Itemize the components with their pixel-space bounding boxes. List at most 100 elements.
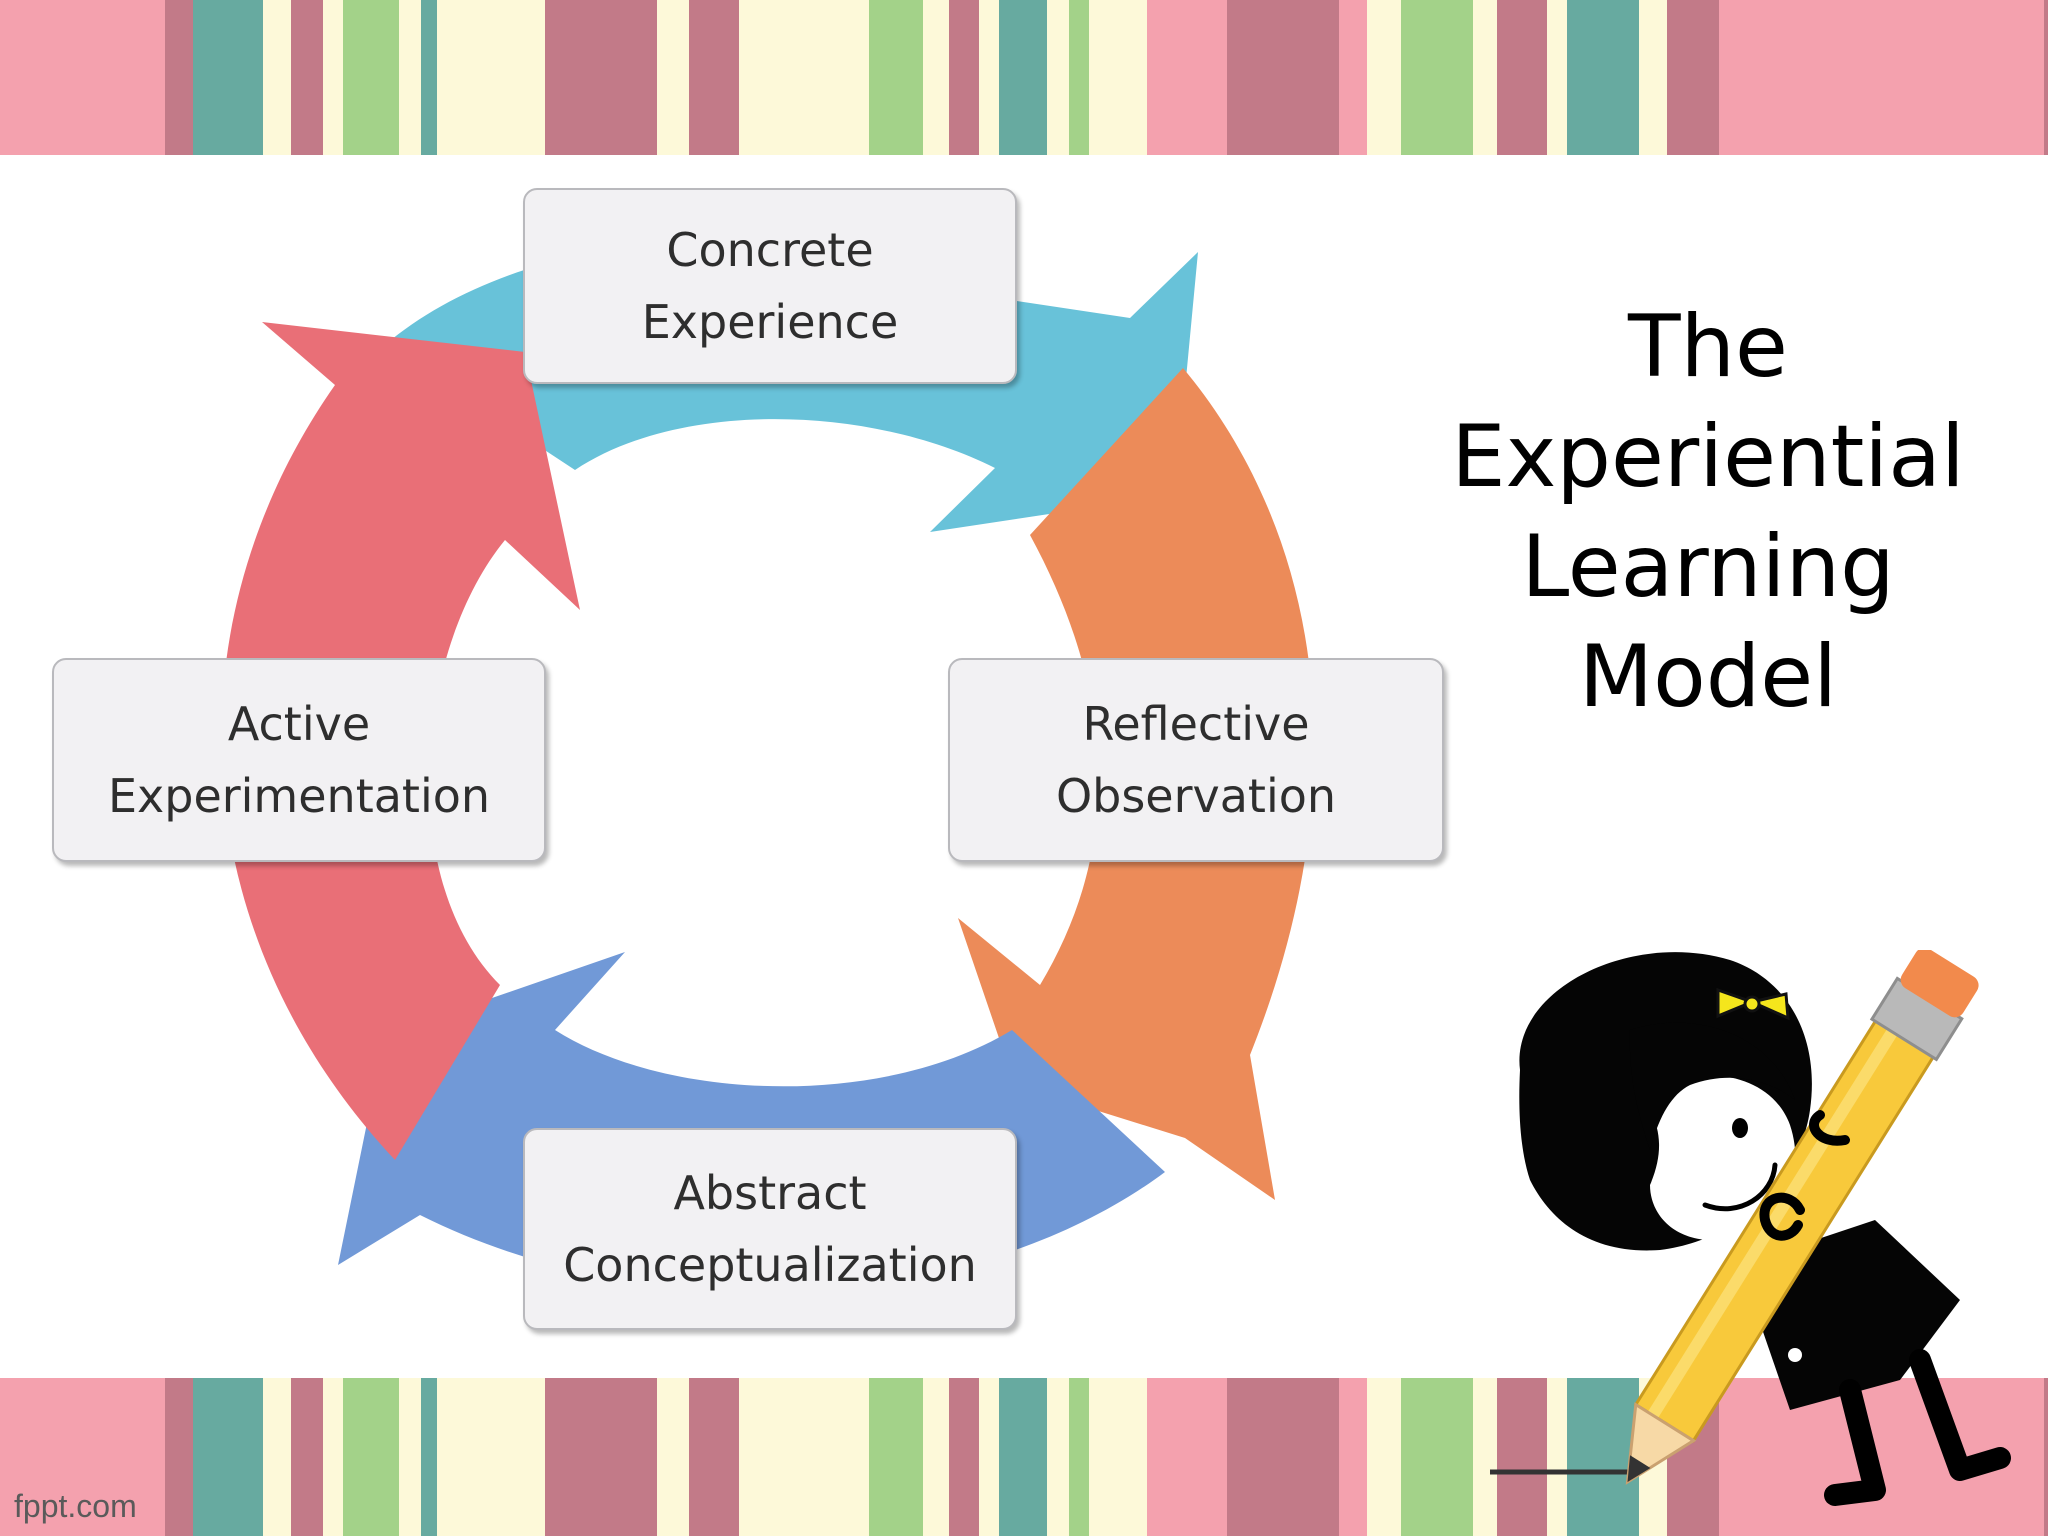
- stripe: [689, 1378, 739, 1536]
- leg-right: [1909, 1349, 2011, 1481]
- girl-with-pencil-illustration: [1490, 950, 2011, 1506]
- stage-label-line2: Conceptualization: [563, 1238, 977, 1292]
- stripe: [1089, 1378, 1147, 1536]
- stripe: [1089, 0, 1147, 155]
- pencil-tip-wood: [1625, 1402, 1697, 1485]
- stripe: [1879, 0, 2044, 155]
- stripe: [979, 0, 999, 155]
- stripe: [263, 1378, 291, 1536]
- stripe: [1547, 1378, 1567, 1536]
- title-line: Experiential: [1451, 407, 1965, 507]
- stripe: [1047, 1378, 1069, 1536]
- stripe: [165, 0, 193, 155]
- stripe: [1567, 0, 1639, 155]
- stripe: [437, 0, 545, 155]
- stripe: [1401, 1378, 1473, 1536]
- title-line: Model: [1578, 627, 1838, 727]
- stage-label-line1: Active: [227, 697, 371, 751]
- stripe: [1069, 0, 1089, 155]
- stripe: [193, 0, 263, 155]
- bangs: [1629, 1022, 1795, 1150]
- pencil-tip-lead: [1627, 1455, 1651, 1483]
- stripe: [1497, 1378, 1547, 1536]
- hand-lower: [1809, 1110, 1850, 1146]
- stage-reflective-observation: Reflective Observation: [948, 658, 1444, 862]
- stripe: [343, 0, 399, 155]
- eye: [1732, 1118, 1748, 1138]
- stripe: [923, 1378, 949, 1536]
- smile: [1702, 1162, 1778, 1212]
- stage-label-line1: Reflective: [1082, 697, 1310, 751]
- stripe: [999, 1378, 1047, 1536]
- stripe: [343, 1378, 399, 1536]
- stage-abstract-conceptualization: Abstract Conceptualization: [523, 1128, 1017, 1330]
- stripe: [1367, 0, 1401, 155]
- bottom-stripe-band: [0, 1378, 2048, 1536]
- stripe: [949, 1378, 979, 1536]
- stripe: [0, 0, 165, 155]
- stripe: [437, 1378, 545, 1536]
- stripe: [923, 0, 949, 155]
- stripe: [421, 0, 437, 155]
- stage-concrete-experience: Concrete Experience: [523, 188, 1017, 384]
- stripe: [323, 1378, 343, 1536]
- stripe: [421, 1378, 437, 1536]
- stage-label-line2: Experience: [641, 295, 899, 349]
- stripe: [399, 0, 421, 155]
- stripe: [1639, 0, 1667, 155]
- stripe: [869, 1378, 923, 1536]
- stripe: [1147, 1378, 1227, 1536]
- stripe: [869, 0, 923, 155]
- leg-left: [1824, 1379, 1886, 1506]
- stripe: [689, 0, 739, 155]
- stripe: [657, 0, 689, 155]
- stripe: [545, 1378, 657, 1536]
- stage-active-experimentation: Active Experimentation: [52, 658, 546, 862]
- stripe: [1497, 0, 1547, 155]
- title-line: Learning: [1521, 517, 1895, 617]
- stripe: [1339, 0, 1367, 155]
- hair-bow: [1716, 987, 1790, 1021]
- stripe: [323, 0, 343, 155]
- stripe: [193, 1378, 263, 1536]
- stripe: [165, 1378, 193, 1536]
- stripe: [1367, 1378, 1401, 1536]
- pencil-eraser: [1900, 950, 1979, 1018]
- top-stripe-band: [0, 0, 2048, 155]
- stripe: [739, 0, 869, 155]
- stripe: [1227, 0, 1339, 155]
- stripe: [657, 1378, 689, 1536]
- stripe: [739, 1378, 869, 1536]
- stripe: [999, 0, 1047, 155]
- hair-bow-knot: [1743, 995, 1761, 1013]
- stripe: [979, 1378, 999, 1536]
- stripe: [291, 1378, 323, 1536]
- title-line: The: [1628, 297, 1788, 397]
- stripe: [1069, 1378, 1089, 1536]
- stripe: [291, 0, 323, 155]
- pencil-stripe: [1647, 1013, 1907, 1419]
- stripe: [1047, 0, 1069, 155]
- footer-brand: fppt.com: [14, 1488, 137, 1524]
- stripe: [1401, 0, 1473, 155]
- stripe: [1719, 0, 1879, 155]
- stripe: [1567, 1378, 1639, 1536]
- stripe: [545, 0, 657, 155]
- stripe: [1147, 0, 1227, 155]
- stage-label-line2: Experimentation: [107, 769, 491, 823]
- stripe: [1473, 0, 1497, 155]
- stripe: [263, 0, 291, 155]
- stage-label-line2: Observation: [1055, 769, 1337, 823]
- stripe: [0, 1378, 165, 1536]
- stripe: [2044, 0, 2048, 155]
- stripe: [2044, 1378, 2048, 1536]
- stage-label-line1: Abstract: [673, 1166, 867, 1220]
- stripe: [1339, 1378, 1367, 1536]
- stripe: [949, 0, 979, 155]
- dress-button: [1788, 1348, 1802, 1362]
- stripe: [399, 1378, 421, 1536]
- hand-upper: [1759, 1192, 1805, 1241]
- stripe: [1473, 1378, 1497, 1536]
- stage-label-line1: Concrete: [666, 223, 874, 277]
- stripe: [1667, 0, 1719, 155]
